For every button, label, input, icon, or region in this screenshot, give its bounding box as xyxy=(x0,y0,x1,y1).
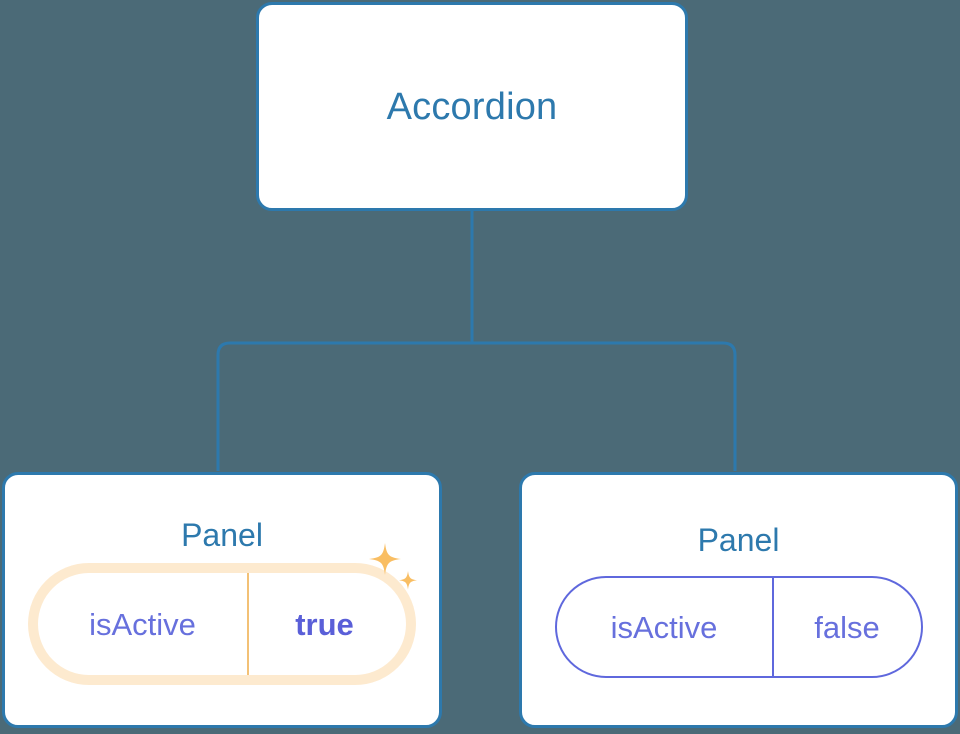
prop-divider xyxy=(247,573,249,675)
node-panel-1[interactable]: Panel isActive false xyxy=(519,472,958,728)
panel-0-prop-area: isActive true xyxy=(5,573,439,675)
node-accordion-label: Accordion xyxy=(386,85,558,128)
prop-key: isActive xyxy=(89,606,196,642)
node-panel-0-label: Panel xyxy=(181,517,263,553)
prop-value: false xyxy=(814,609,880,645)
panel-1-prop-area: isActive false xyxy=(522,576,955,678)
prop-value: true xyxy=(295,606,354,642)
node-panel-1-label: Panel xyxy=(697,522,780,558)
prop-pill-isactive-true[interactable]: isActive true xyxy=(38,573,406,675)
prop-key: isActive xyxy=(610,609,718,645)
connector-bus xyxy=(216,341,737,471)
node-panel-0[interactable]: Panel isActive true xyxy=(2,472,442,728)
node-accordion[interactable]: Accordion xyxy=(256,2,688,211)
prop-pill-isactive-false[interactable]: isActive false xyxy=(554,576,923,678)
prop-divider xyxy=(771,578,774,676)
